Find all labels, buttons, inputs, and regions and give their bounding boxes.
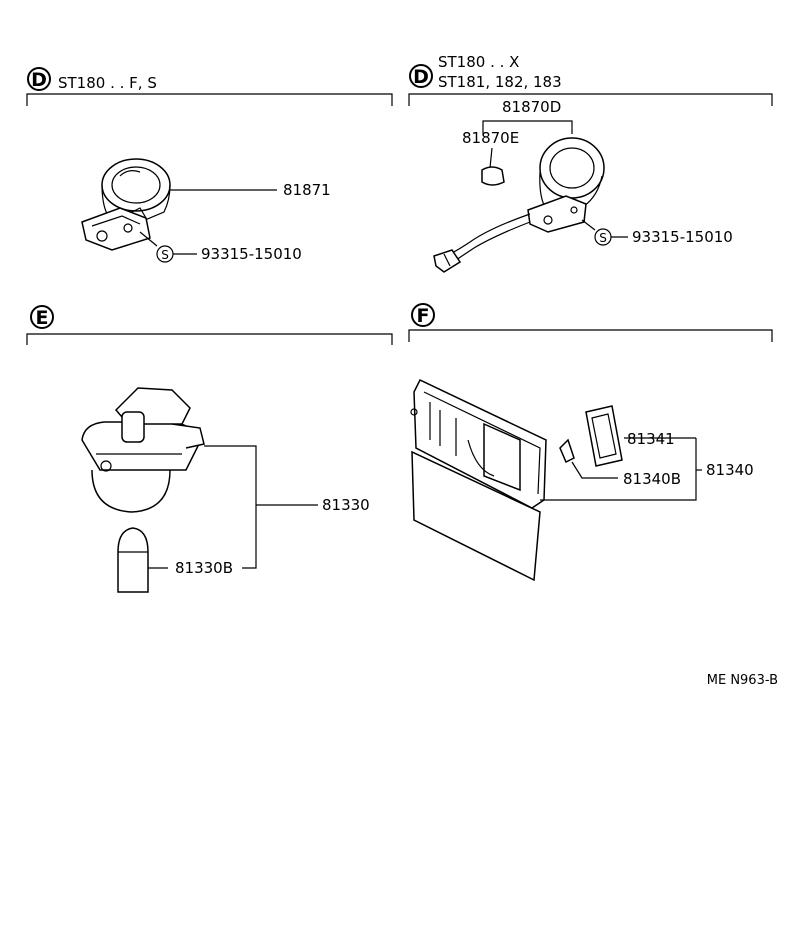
lamp-81340-illustration [410, 379, 547, 582]
section-d-right-header: D ST180 . . X ST181, 182, 183 [408, 53, 773, 106]
leader-81340-bracket [540, 438, 697, 501]
part-81330: 81330 [322, 496, 370, 514]
bulb-81340B-illustration [559, 438, 575, 464]
section-f-badge [411, 303, 435, 327]
section-e-bracket [26, 333, 393, 345]
section-d-left-header: D ST180 . . F, S [26, 67, 393, 106]
socket-81871-illustration [81, 158, 171, 251]
part-81341: 81341 [627, 430, 675, 448]
lens-81341-illustration [585, 405, 623, 467]
leader-81340B [571, 461, 618, 479]
section-e-header: E [26, 305, 393, 345]
section-d-left-badge [27, 67, 51, 91]
diagram-code: ME N963-B [707, 673, 778, 688]
leader-81330-bracket [204, 445, 257, 569]
part-81340B: 81340B [623, 470, 681, 488]
part-81340: 81340 [706, 461, 754, 479]
section-d-left-caption: ST180 . . F, S [58, 74, 157, 92]
bracket-81870D [482, 120, 573, 134]
bulb-81870E [481, 166, 505, 186]
leader-81870E [489, 147, 493, 169]
leader-screw-right [581, 219, 596, 231]
part-81870D: 81870D [502, 98, 561, 116]
part-screw-right: 93315-15010 [632, 228, 733, 246]
section-f-bracket [408, 329, 773, 342]
section-d-right-badge [409, 64, 433, 88]
part-screw-left: 93315-15010 [201, 245, 302, 263]
socket-81870D-illustration [433, 137, 605, 273]
section-d-right-caption-2: ST181, 182, 183 [438, 73, 562, 91]
section-d-right-letter: D [413, 66, 429, 88]
section-f-header: F [408, 303, 773, 342]
section-e-letter: E [36, 307, 49, 329]
part-81870E: 81870E [462, 129, 519, 147]
part-81871: 81871 [283, 181, 331, 199]
lamp-81330-illustration [81, 387, 205, 513]
bulb-81330B-illustration [117, 527, 149, 593]
section-d-right-caption-1: ST180 . . X [438, 53, 519, 71]
section-f-letter: F [417, 305, 430, 327]
section-d-left-bracket [26, 93, 393, 106]
screw-right-symbol-letter: S [599, 231, 607, 245]
section-d-right-bracket [408, 93, 773, 106]
screw-left-symbol-letter: S [161, 248, 169, 262]
part-81330B: 81330B [175, 559, 233, 577]
leader-screw-left [139, 231, 158, 247]
section-d-left-letter: D [31, 69, 47, 91]
section-e-badge [30, 305, 54, 329]
